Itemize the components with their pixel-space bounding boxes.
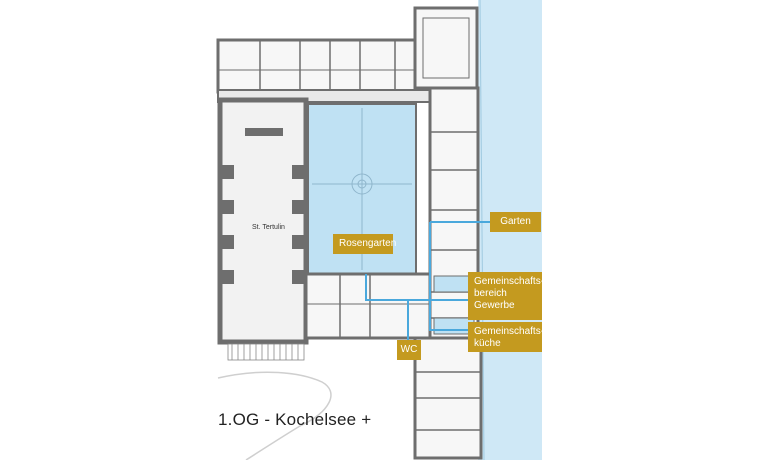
rosengarten-label-text: Rosengarten <box>339 238 397 249</box>
route-lines <box>365 221 494 346</box>
gewerbe-label: Gemeinschafts- bereich Gewerbe <box>468 272 545 320</box>
kueche-label: Gemeinschafts- küche <box>468 322 545 352</box>
floor-title: 1.OG - Kochelsee + <box>218 410 372 429</box>
church-building <box>217 97 309 345</box>
rosengarten-label: Rosengarten <box>333 234 397 254</box>
kueche-label-line2: küche <box>474 338 501 349</box>
gewerbe-label-line1: Gemeinschafts- <box>474 276 545 287</box>
church-label: St. Tertulin <box>252 224 285 231</box>
east-tower <box>413 6 479 90</box>
garden-path <box>217 371 332 460</box>
church-steps <box>227 343 305 361</box>
south-wing <box>304 272 432 340</box>
garten-label-text: Garten <box>500 216 531 227</box>
north-wing <box>216 38 432 94</box>
kueche-label-line1: Gemeinschafts- <box>474 326 545 337</box>
gewerbe-label-line2: bereich <box>474 288 507 299</box>
wc-label: WC <box>397 340 421 360</box>
southeast-wing <box>413 336 483 460</box>
wc-label-text: WC <box>400 344 418 355</box>
gewerbe-label-line3: Gewerbe <box>474 300 515 311</box>
garten-label: Garten <box>490 212 541 232</box>
